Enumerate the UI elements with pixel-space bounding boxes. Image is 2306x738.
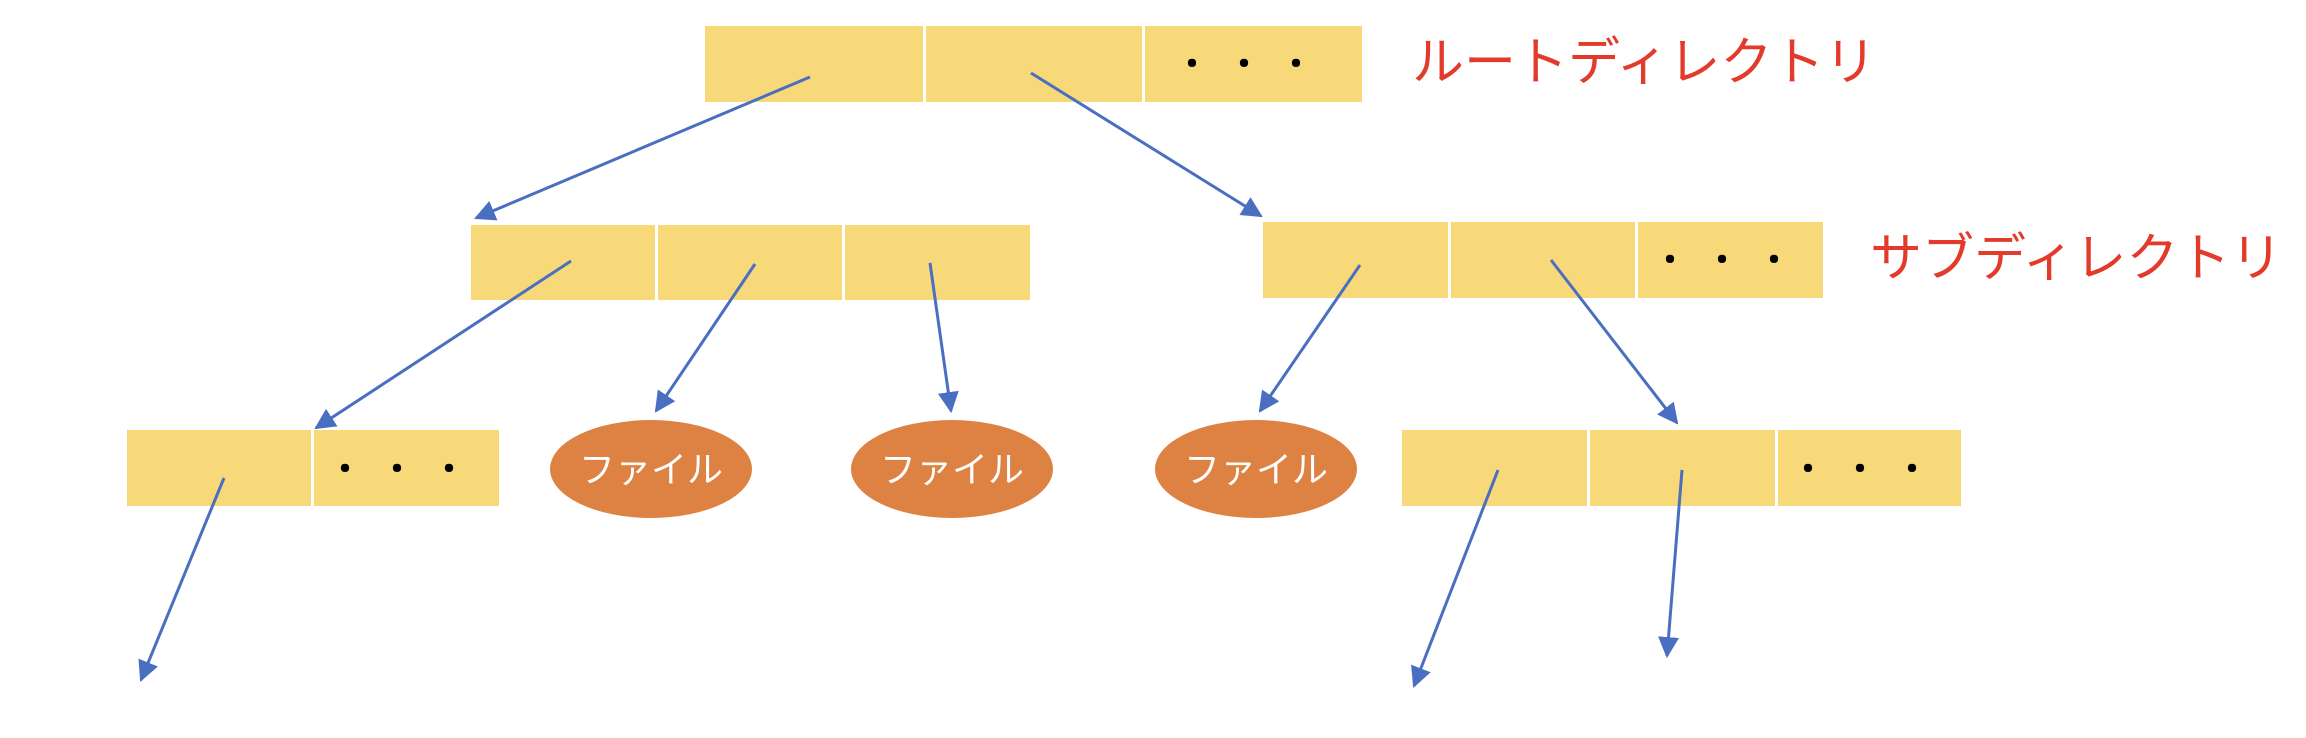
sub-right-ellipsis: ・・・ — [1653, 241, 1809, 281]
sub-directory-label: サブディレクトリ — [1870, 229, 2282, 289]
leaf-left-ellipsis: ・・・ — [328, 450, 484, 490]
leaf-directory-right: ・・・ — [1402, 430, 1961, 506]
subdirectory-left — [471, 225, 1030, 300]
leaf-right-ellipsis: ・・・ — [1791, 450, 1947, 490]
arrow-leaf-right-down-2 — [1658, 469, 1684, 659]
root-directory: ・・・ — [705, 26, 1362, 102]
arrow-root-to-sub-left — [474, 75, 811, 221]
subdirectory-right: ・・・ — [1263, 222, 1823, 298]
root-cell-2 — [926, 26, 1142, 102]
arrow-leaf-left-down — [138, 477, 226, 682]
leaf-right-cell-2 — [1590, 430, 1775, 506]
arrows — [138, 71, 1684, 688]
sub-right-cell-2 — [1451, 222, 1635, 298]
arrow-leaf-right-down-1 — [1411, 469, 1500, 688]
sub-right-cell-3 — [1638, 222, 1823, 298]
leaf-directory-left: ・・・ — [127, 430, 499, 506]
arrow-sub-left-to-leaf-dir — [314, 259, 572, 430]
file-1-label: ファイル — [579, 450, 723, 491]
leaf-left-cell-1 — [127, 430, 311, 506]
sub-left-cell-2 — [658, 225, 842, 300]
sub-left-cell-1 — [471, 225, 655, 300]
root-cell-3 — [1145, 26, 1362, 102]
leaf-left-cell-2 — [314, 430, 499, 506]
arrow-sub-right-to-file-3 — [1258, 264, 1362, 413]
file-3-shape — [1155, 420, 1357, 518]
root-cell-1 — [705, 26, 923, 102]
sub-left-cell-3 — [845, 225, 1030, 300]
arrow-sub-left-to-file-1 — [654, 263, 757, 413]
file-1: ファイル — [550, 420, 752, 518]
root-directory-label: ルートディレクトリ — [1412, 33, 1876, 93]
arrow-sub-right-to-leaf-dir — [1549, 259, 1679, 425]
leaf-right-cell-3 — [1778, 430, 1961, 506]
root-ellipsis: ・・・ — [1175, 45, 1331, 85]
sub-right-cell-1 — [1263, 222, 1448, 298]
file-2-shape — [851, 420, 1053, 518]
arrow-sub-left-to-file-2 — [928, 262, 959, 414]
arrow-root-to-sub-right — [1030, 71, 1263, 218]
file-2: ファイル — [851, 420, 1053, 518]
file-3: ファイル — [1155, 420, 1357, 518]
file-2-label: ファイル — [880, 450, 1024, 491]
file-3-label: ファイル — [1184, 450, 1328, 491]
file-1-shape — [550, 420, 752, 518]
leaf-right-cell-1 — [1402, 430, 1587, 506]
